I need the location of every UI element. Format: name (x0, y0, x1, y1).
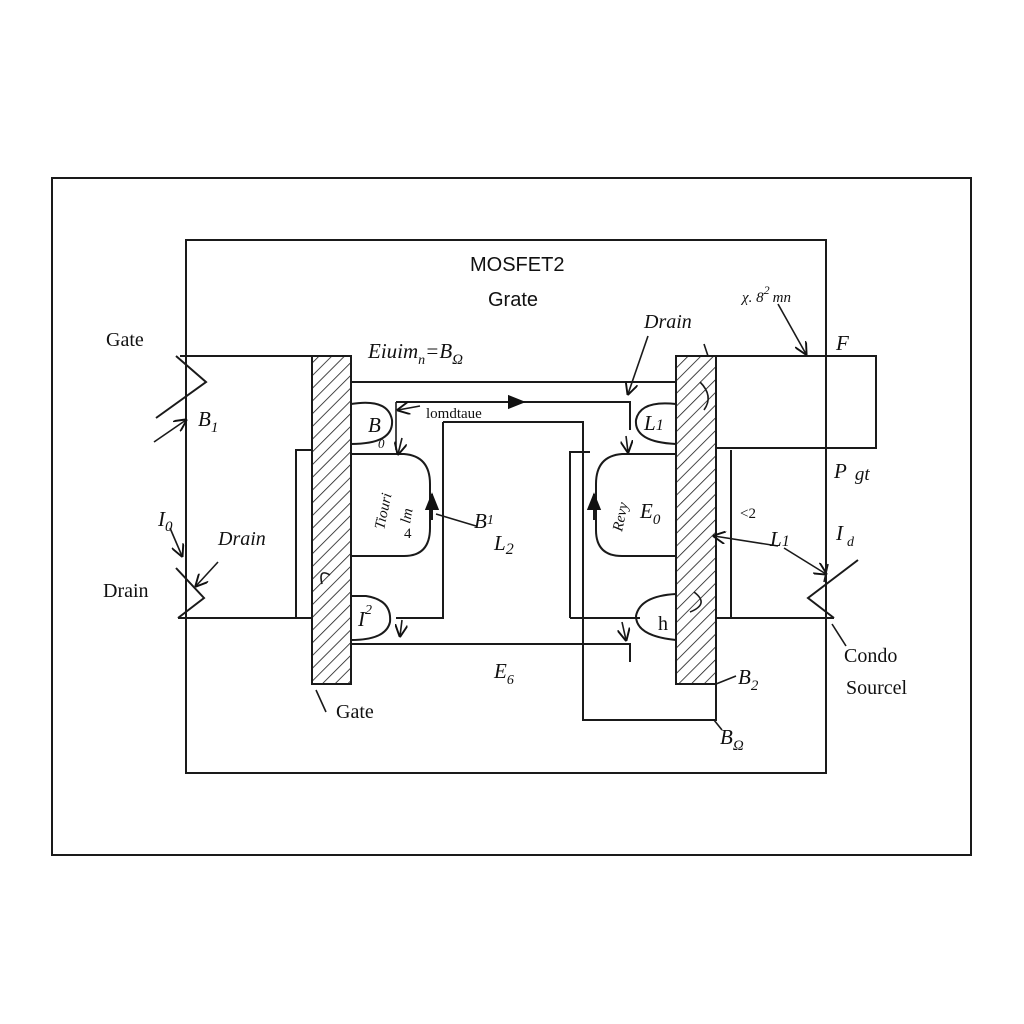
left-inner-box (295, 449, 312, 618)
center-channel-down (396, 422, 444, 619)
f-label: F (835, 331, 849, 355)
right-loop-mid (595, 453, 676, 557)
lm-number: 4 (404, 526, 412, 542)
diagram-subtitle: Grate (488, 289, 538, 311)
lm-label: lm (398, 507, 416, 525)
right-gate-plate (675, 355, 717, 685)
right-tick-arrow-2 (622, 621, 626, 640)
longitude-label: lomdtaue (426, 406, 482, 422)
right-tick-arrow (626, 435, 628, 452)
inner-frame (185, 239, 827, 774)
i2-small-label: I2 (357, 603, 372, 631)
l1-far-leader-2 (783, 547, 826, 574)
right-terminal-box (716, 355, 877, 449)
drain-top-right-label: Drain (643, 311, 692, 333)
condo-leader (831, 623, 847, 647)
b2-bottom-label: BΩ (720, 725, 744, 754)
left-zigzag-bottom (175, 567, 206, 619)
gate-bottom-label: Gate (336, 701, 374, 723)
left-loop-bottom (350, 595, 392, 641)
b2-right-leader (715, 675, 737, 685)
revy-label: Revy (610, 501, 632, 534)
i0-leader (169, 527, 182, 556)
h-label: h (658, 613, 668, 635)
right-small-hook (699, 381, 709, 411)
left-zigzag-top (155, 355, 208, 419)
i0-left-label: I0 (157, 507, 173, 535)
b1-mid-leader (435, 513, 477, 527)
right-channel-box (569, 451, 590, 618)
gate-left-label: Gate (106, 329, 144, 351)
longitude-left-arrow (398, 406, 421, 410)
drain-leader (196, 561, 219, 586)
left-loop-top (350, 401, 394, 445)
left-tick-arrow-2 (400, 619, 402, 636)
left-small-hook (320, 572, 331, 585)
center-channel-left (443, 421, 717, 721)
right-loop-bottom (634, 593, 677, 641)
lt2-label: <2 (740, 506, 756, 522)
diagram-title: MOSFET2 (470, 254, 564, 276)
left-gate-plate (311, 355, 352, 685)
left-tick-arrow (398, 437, 402, 454)
right-zigzag (806, 559, 859, 619)
scale-leader (777, 303, 806, 354)
l1-far-leader (714, 536, 779, 547)
source-label: Sourcel (846, 677, 908, 699)
drain-left-label: Drain (103, 580, 149, 602)
b1-leader (153, 420, 186, 443)
right-top-dot (703, 343, 709, 357)
eq-top-label: Eiuimn=BΩ (367, 339, 463, 368)
outer-frame (51, 177, 972, 856)
right-loop-top (634, 402, 677, 445)
drain-top-leader (628, 335, 649, 394)
tiouri-label: Tiouri (372, 492, 395, 531)
bottom-connector (351, 643, 631, 662)
l1-right-label: L1 (643, 411, 664, 435)
b2-bottom-leader (713, 719, 723, 731)
b1-mid-label: B1 (474, 509, 494, 533)
drain-italic-left-label: Drain (217, 528, 266, 550)
id-leader (823, 563, 829, 583)
l1-far-label: L1 (769, 527, 790, 551)
b2-right-label: B2 (738, 665, 759, 694)
e0-right-label: E0 (639, 499, 661, 528)
right-small-hook-2 (689, 591, 702, 613)
l2-mid-label: L2 (493, 531, 514, 558)
gate-bottom-leader (315, 689, 327, 713)
right-inner-box (716, 450, 732, 619)
b1-left-label: B1 (198, 407, 218, 436)
condo-label: Condo (844, 645, 897, 667)
e6-bottom-label: E6 (493, 659, 514, 688)
